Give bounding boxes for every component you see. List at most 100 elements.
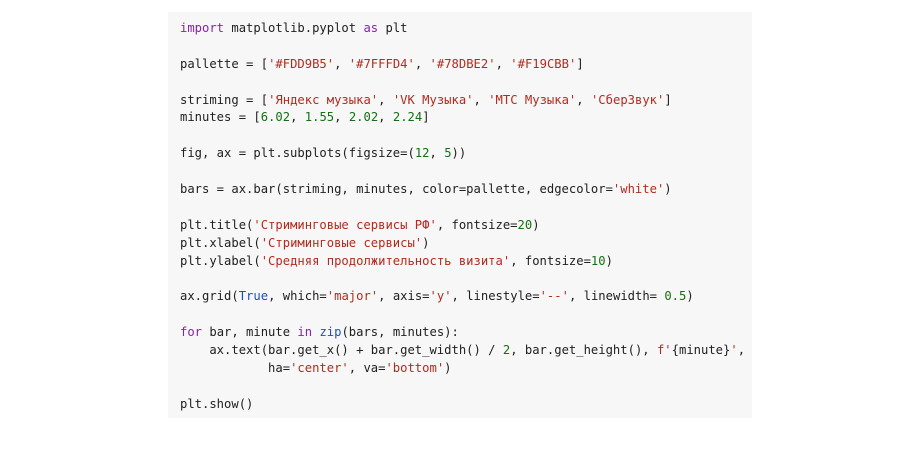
code-line: pallette = ['#FDD9B5', '#7FFFD4', '#78DB…	[180, 56, 752, 74]
code-token: ]	[422, 110, 430, 125]
code-token: )	[686, 289, 694, 304]
code-token: , axis=	[378, 289, 430, 304]
string-token: 'СберЗвук'	[590, 92, 665, 107]
code-token: ,	[576, 92, 591, 107]
keyword-token: import	[180, 21, 225, 35]
string-token: '#7FFFD4'	[348, 56, 415, 71]
string-token: 'VK Музыка'	[392, 92, 474, 107]
code-line: plt.ylabel('Средняя продолжительность ви…	[180, 253, 752, 271]
string-token: 'white'	[612, 182, 665, 197]
code-token: ,	[495, 56, 511, 71]
number-token: 0.5	[664, 289, 687, 304]
code-token: plt.show()	[180, 396, 254, 411]
code-token: , fontsize=	[510, 253, 591, 268]
code-token: striming = [	[180, 92, 269, 107]
code-token: (bars, minutes):	[341, 325, 459, 340]
code-line: plt.xlabel('Стриминговые сервисы')	[180, 235, 752, 253]
code-block: import matplotlib.pyplot as plt pallette …	[180, 20, 752, 414]
code-line: ax.text(bar.get_x() + bar.get_width() / …	[180, 342, 752, 360]
number-token: 6.02	[260, 110, 291, 125]
code-token: plt	[378, 21, 408, 35]
number-token: 12	[414, 146, 430, 161]
keyword-token: in	[297, 325, 313, 340]
code-token: , bar.get_height(),	[510, 343, 657, 358]
code-token: ]	[576, 56, 584, 71]
code-token: , which=	[268, 289, 327, 304]
code-token: , va=	[348, 360, 386, 375]
code-cell[interactable]: import matplotlib.pyplot as plt pallette …	[168, 12, 752, 418]
number-token: 2.02	[348, 110, 379, 125]
code-line: bars = ax.bar(striming, minutes, color=p…	[180, 181, 752, 199]
code-line: striming = ['Яндекс музыка', 'VK Музыка'…	[180, 92, 752, 110]
code-token: )	[532, 217, 540, 232]
string-token: 'Яндекс музыка'	[268, 92, 379, 107]
code-line: plt.show()	[180, 396, 752, 414]
string-token: 'Стриминговые сервисы РФ'	[253, 217, 437, 232]
keyword-token: as	[363, 21, 379, 35]
code-token: bars = ax.bar(striming, minutes, color=p…	[180, 182, 613, 197]
code-token: ,	[737, 343, 746, 358]
code-line: ax.grid(True, which='major', axis='y', l…	[180, 288, 752, 306]
code-token: )	[422, 235, 430, 250]
code-token: ,	[414, 56, 430, 71]
code-token: plt.xlabel(	[180, 235, 261, 250]
string-token: 'bottom'	[385, 360, 445, 375]
code-line: import matplotlib.pyplot as plt	[180, 20, 752, 38]
string-token: f'	[656, 343, 672, 358]
number-token: 20	[517, 217, 533, 232]
code-line: minutes = [6.02, 1.55, 2.02, 2.24]	[180, 109, 752, 127]
code-line	[180, 127, 752, 145]
code-line: fig, ax = plt.subplots(figsize=(12, 5))	[180, 145, 752, 163]
code-token: )	[444, 360, 452, 375]
string-token: 'МТС Музыка'	[488, 92, 577, 107]
builtin-token: zip	[319, 325, 342, 340]
code-token: ax.grid(	[180, 289, 239, 304]
code-token: ,	[429, 146, 445, 161]
keyword-token: for	[180, 325, 203, 340]
code-token: , linestyle=	[451, 289, 540, 304]
code-token: ,	[290, 110, 305, 125]
code-token: ,	[334, 56, 349, 71]
code-line	[180, 270, 752, 288]
code-token: ha=	[180, 360, 291, 375]
code-token: , fontsize=	[436, 217, 518, 232]
number-token: 2.24	[392, 110, 423, 125]
code-token: ]	[664, 92, 672, 107]
code-token: , linewidth=	[568, 289, 665, 304]
string-token: '#78DBE2'	[429, 56, 496, 71]
string-token: 'Средняя продолжительность визита'	[260, 253, 511, 268]
code-line: ha='center', va='bottom')	[180, 360, 752, 378]
string-token: 'major'	[326, 289, 379, 304]
string-token: 'y'	[429, 289, 452, 304]
code-token: plt.ylabel(	[180, 253, 261, 268]
code-token: ,	[378, 92, 393, 107]
code-token: ax.text(bar.get_x() + bar.get_width() /	[180, 343, 503, 358]
code-token: {minute}	[671, 343, 731, 358]
code-token: bar, minute	[202, 325, 298, 340]
code-line	[180, 378, 752, 396]
string-token: 'center'	[290, 360, 349, 375]
code-line	[180, 74, 752, 92]
code-line	[180, 163, 752, 181]
code-line	[180, 306, 752, 324]
number-token: 10	[590, 253, 606, 268]
code-token: pallette = [	[180, 56, 269, 71]
code-line: for bar, minute in zip(bars, minutes):	[180, 324, 752, 342]
builtin-token: True	[238, 289, 269, 304]
number-token: 2	[502, 343, 511, 358]
code-line	[180, 38, 752, 56]
code-token: plt.title(	[180, 217, 254, 232]
code-line	[180, 199, 752, 217]
code-token: ))	[451, 146, 467, 161]
string-token: '	[730, 343, 738, 358]
string-token: '#FDD9B5'	[268, 56, 335, 71]
number-token: 5	[444, 146, 452, 161]
number-token: 1.55	[304, 110, 335, 125]
code-token: fig, ax = plt.subplots(figsize=(	[180, 146, 415, 161]
code-line: plt.title('Стриминговые сервисы РФ', fon…	[180, 217, 752, 235]
string-token: 'Стриминговые сервисы'	[260, 235, 423, 250]
code-token: matplotlib.pyplot	[224, 21, 364, 35]
code-token: ,	[473, 92, 489, 107]
code-token: minutes = [	[180, 110, 261, 125]
code-token: )	[605, 253, 613, 268]
